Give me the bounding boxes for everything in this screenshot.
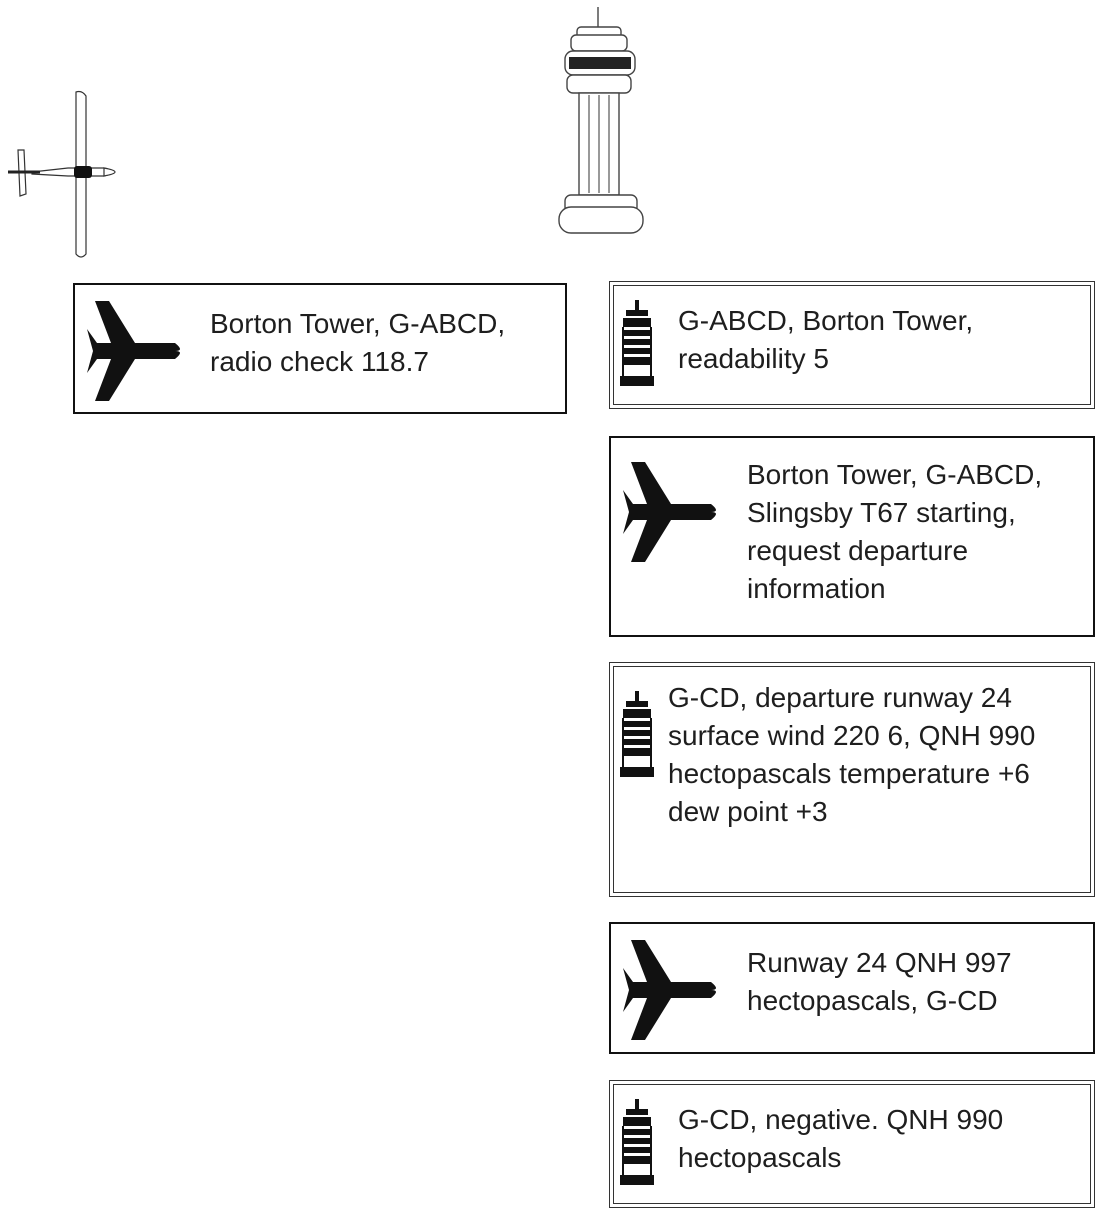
message-text: G-CD, negative. QNH 990 hectopascals	[678, 1101, 1078, 1177]
airplane-icon	[619, 462, 723, 562]
tower-icon	[620, 300, 654, 388]
message-box-tower: G-CD, negative. QNH 990 hectopascals	[609, 1080, 1095, 1208]
light-aircraft-illustration-icon	[4, 88, 134, 260]
airplane-icon	[83, 301, 187, 401]
message-text: Runway 24 QNH 997 hectopascals, G-CD	[747, 944, 1092, 1020]
message-text: G-CD, departure runway 24 surface wind 2…	[668, 679, 1038, 831]
message-text: Borton Tower, G-ABCD, Slingsby T67 start…	[747, 456, 1092, 608]
control-tower-illustration-icon	[555, 5, 665, 243]
tower-icon	[620, 691, 654, 779]
message-text: G-ABCD, Borton Tower, readability 5	[678, 302, 1078, 378]
message-box-pilot: Borton Tower, G-ABCD, radio check 118.7	[73, 283, 567, 414]
message-box-pilot: Runway 24 QNH 997 hectopascals, G-CD	[609, 922, 1095, 1054]
airplane-icon	[619, 940, 723, 1040]
message-text: Borton Tower, G-ABCD, radio check 118.7	[210, 305, 560, 381]
message-box-tower: G-ABCD, Borton Tower, readability 5	[609, 281, 1095, 409]
message-box-pilot: Borton Tower, G-ABCD, Slingsby T67 start…	[609, 436, 1095, 637]
tower-icon	[620, 1099, 654, 1187]
message-box-tower: G-CD, departure runway 24 surface wind 2…	[609, 662, 1095, 897]
